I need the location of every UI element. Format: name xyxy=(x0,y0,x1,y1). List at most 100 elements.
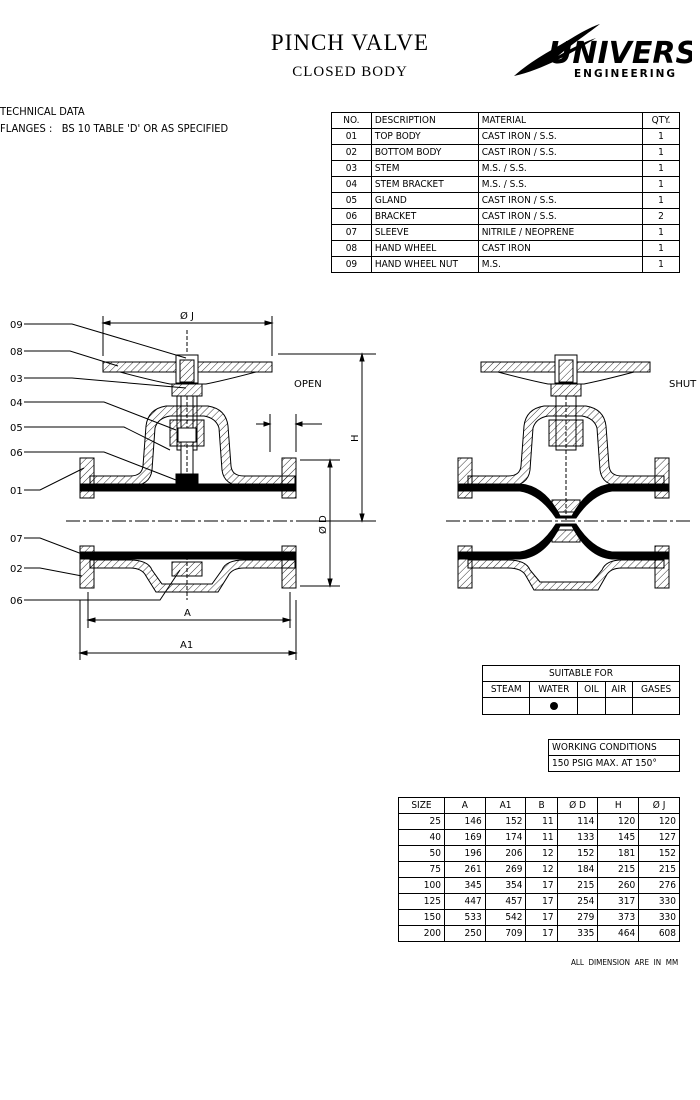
working-conditions-title: WORKING CONDITIONS xyxy=(548,739,680,756)
dim-cell: 335 xyxy=(556,925,599,942)
callout-05: 05 xyxy=(10,423,23,434)
part-material: CAST IRON / S.S. xyxy=(477,192,644,209)
dim-cell: 100 xyxy=(398,877,445,894)
part-material: CAST IRON / S.S. xyxy=(477,144,644,161)
part-material: M.S. xyxy=(477,256,644,273)
dim-header-h: H xyxy=(597,797,640,814)
dim-cell: 146 xyxy=(443,813,486,830)
dim-cell: 25 xyxy=(398,813,445,830)
dim-cell: 17 xyxy=(525,877,558,894)
dim-cell: 17 xyxy=(525,909,558,926)
part-no: 02 xyxy=(331,144,372,161)
dim-cell: 354 xyxy=(484,877,527,894)
dim-cell: 542 xyxy=(484,909,527,926)
technical-data-heading: TECHNICAL DATA xyxy=(0,105,85,118)
dim-a1-label: A1 xyxy=(180,640,193,651)
dim-cell: 169 xyxy=(443,829,486,846)
part-material: CAST IRON / S.S. xyxy=(477,208,644,225)
dim-cell: 276 xyxy=(638,877,680,894)
dim-cell: 120 xyxy=(597,813,640,830)
dim-cell: 345 xyxy=(443,877,486,894)
dim-cell: 464 xyxy=(597,925,640,942)
dim-cell: 17 xyxy=(525,893,558,910)
suitable-mark-row xyxy=(481,697,680,715)
dim-cell: 196 xyxy=(443,845,486,862)
shut-view xyxy=(446,354,690,591)
dim-cell: 12 xyxy=(525,861,558,878)
dim-cell: 330 xyxy=(638,893,680,910)
dim-cell: 120 xyxy=(638,813,680,830)
dim-cell: 181 xyxy=(597,845,640,862)
dim-cell: 145 xyxy=(597,829,640,846)
dim-cell: 40 xyxy=(398,829,445,846)
dim-header-j: Ø J xyxy=(638,797,680,814)
parts-header-qty: QTY. xyxy=(642,112,680,129)
part-no: 05 xyxy=(331,192,372,209)
dim-cell: 125 xyxy=(398,893,445,910)
dim-cell: 200 xyxy=(398,925,445,942)
parts-header-row: NO. DESCRIPTION MATERIAL QTY. xyxy=(331,112,680,129)
part-description: STEM xyxy=(370,160,479,177)
part-material: CAST IRON xyxy=(477,240,644,257)
dim-a-label: A xyxy=(184,608,191,619)
part-qty: 1 xyxy=(642,192,680,209)
valve-drawing: Ø J OPEN SHUT H Ø D A A1 09 08 03 04 05 … xyxy=(10,310,697,660)
parts-header-material: MATERIAL xyxy=(477,112,644,129)
callout-06: 06 xyxy=(10,448,23,459)
dim-cell: 17 xyxy=(525,925,558,942)
parts-header-description: DESCRIPTION xyxy=(370,112,479,129)
part-qty: 1 xyxy=(642,176,680,193)
callout-07: 07 xyxy=(10,534,23,545)
flanges-value: BS 10 TABLE 'D' OR AS SPECIFIED xyxy=(61,122,229,135)
dim-cell: 133 xyxy=(556,829,599,846)
bottom-flange-right xyxy=(281,545,297,589)
part-description: BRACKET xyxy=(370,208,479,225)
dim-cell: 215 xyxy=(556,877,599,894)
dim-cell: 373 xyxy=(597,909,640,926)
working-conditions-value: 150 PSIG MAX. AT 150° xyxy=(548,755,680,772)
suitable-header-row: STEAM WATER OIL AIR GASES xyxy=(481,681,680,698)
dim-cell: 206 xyxy=(484,845,527,862)
open-view xyxy=(66,330,310,600)
part-no: 09 xyxy=(331,256,372,273)
dim-cell: 114 xyxy=(556,813,599,830)
dim-cell: 447 xyxy=(443,893,486,910)
part-no: 04 xyxy=(331,176,372,193)
dim-cell: 250 xyxy=(443,925,486,942)
dimension-note: ALL DIMENSION ARE IN MM xyxy=(571,958,679,967)
page-subtitle: CLOSED BODY xyxy=(292,64,408,80)
dim-cell: 269 xyxy=(484,861,527,878)
part-no: 07 xyxy=(331,224,372,241)
dim-cell: 317 xyxy=(597,893,640,910)
part-qty: 1 xyxy=(642,128,680,145)
callout-04: 04 xyxy=(10,398,23,409)
part-material: M.S. / S.S. xyxy=(477,176,644,193)
callout-06-bottom: 06 xyxy=(10,596,23,607)
flanges-label: FLANGES : xyxy=(0,122,53,135)
dim-cell: 261 xyxy=(443,861,486,878)
part-description: BOTTOM BODY xyxy=(370,144,479,161)
dim-cell: 50 xyxy=(398,845,445,862)
part-no: 01 xyxy=(331,128,372,145)
dim-cell: 215 xyxy=(597,861,640,878)
technical-data: TECHNICAL DATA FLANGES : BS 10 TABLE 'D'… xyxy=(0,103,228,137)
suitable-water: WATER xyxy=(529,681,579,698)
dim-d-label: Ø D xyxy=(317,515,329,534)
part-no: 08 xyxy=(331,240,372,257)
working-conditions-table: WORKING CONDITIONS 150 PSIG MAX. AT 150° xyxy=(548,739,680,772)
suitable-mark xyxy=(529,697,579,715)
bottom-flange-left xyxy=(79,545,95,589)
dim-cell: 11 xyxy=(525,813,558,830)
part-qty: 2 xyxy=(642,208,680,225)
suitable-dot-icon xyxy=(549,701,558,710)
dim-header-size: SIZE xyxy=(398,797,445,814)
callout-08: 08 xyxy=(10,347,23,358)
dim-cell: 11 xyxy=(525,829,558,846)
